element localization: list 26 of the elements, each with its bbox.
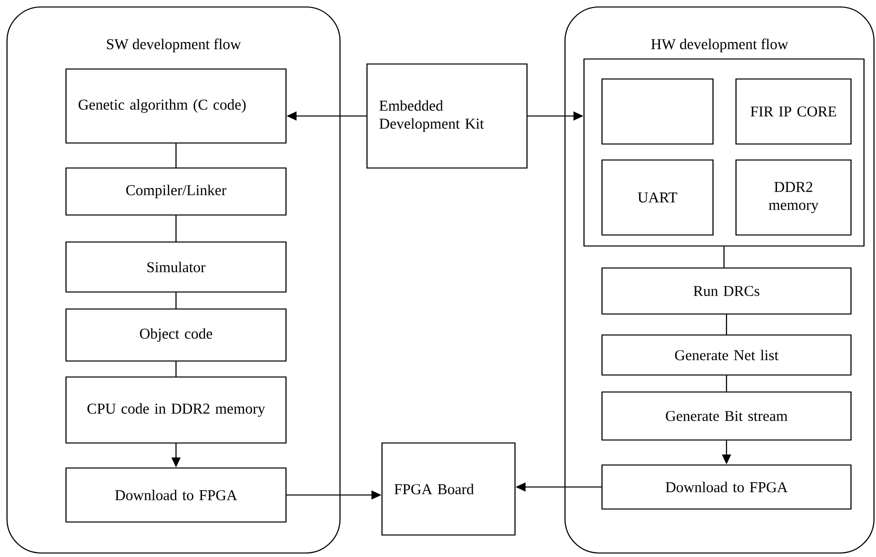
process-box: UART bbox=[601, 159, 714, 236]
process-box: DDR2 memory bbox=[735, 159, 852, 236]
process-box: Generate Net list bbox=[601, 334, 852, 376]
process-box: Simulator bbox=[65, 241, 287, 293]
process-box: Run DRCs bbox=[601, 267, 852, 315]
process-box: FPGA Board bbox=[381, 442, 516, 536]
process-box: Embedded Development Kit bbox=[366, 63, 528, 169]
process-box: Object code bbox=[65, 308, 287, 362]
connector-line bbox=[726, 314, 728, 334]
panel-title: HW development flow bbox=[651, 38, 788, 52]
panel-title: SW development flow bbox=[107, 38, 241, 52]
group-box bbox=[583, 58, 865, 247]
connector-line bbox=[175, 144, 177, 168]
process-box: CPU code in DDR2 memory bbox=[65, 376, 287, 444]
connector-line bbox=[175, 292, 177, 308]
connector-line bbox=[726, 376, 728, 392]
connector-line bbox=[723, 246, 725, 268]
process-box: Generate Bit stream bbox=[601, 391, 852, 441]
connector-line bbox=[175, 362, 177, 376]
process-box: Download to FPGA bbox=[601, 464, 852, 510]
process-box: FIR IP CORE bbox=[735, 78, 852, 145]
process-box: Compiler/Linker bbox=[65, 167, 287, 216]
process-box: Download to FPGA bbox=[65, 467, 287, 523]
connector-line bbox=[175, 216, 177, 242]
empty-box bbox=[601, 78, 714, 145]
process-box: Genetic algorithm (C code) bbox=[65, 68, 287, 144]
